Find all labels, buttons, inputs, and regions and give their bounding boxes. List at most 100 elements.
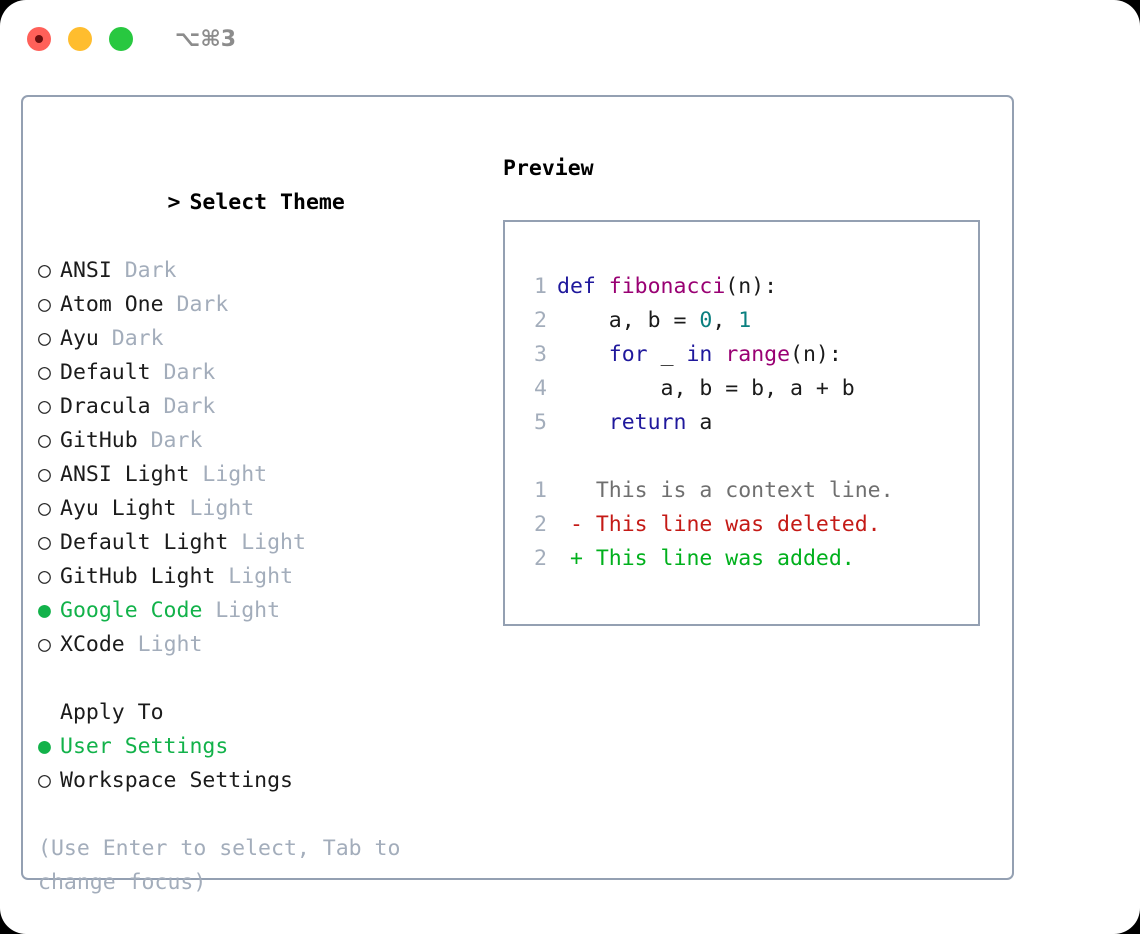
radio-selected-icon: ● (38, 734, 51, 759)
theme-list-item[interactable]: ○ Atom One Dark (38, 288, 498, 322)
code-token: a, b = (557, 308, 700, 333)
code-token (557, 342, 609, 367)
apply-to-option-label: Workspace Settings (60, 768, 293, 793)
section-spacer (38, 662, 498, 696)
theme-variant-label: Dark (150, 360, 216, 385)
code-token: def (557, 274, 609, 299)
code-token: (n): (790, 342, 842, 367)
radio-unselected-icon: ○ (38, 326, 51, 351)
code-token (712, 342, 725, 367)
keyboard-hint-text: (Use Enter to select, Tab to change focu… (38, 836, 401, 895)
apply-to-option[interactable]: ● User Settings (38, 730, 498, 764)
radio-unselected-icon: ○ (38, 768, 51, 793)
radio-unselected-icon: ○ (38, 292, 51, 317)
radio-unselected-icon: ○ (38, 360, 51, 385)
theme-list-item[interactable]: ○Ayu Light Light (38, 492, 498, 526)
theme-list-item[interactable]: ● Google Code Light (38, 594, 498, 628)
theme-variant-label: Light (202, 598, 281, 623)
radio-unselected-icon: ○ (38, 428, 51, 453)
theme-variant-label: Light (228, 530, 306, 555)
theme-name: Google Code (60, 598, 203, 623)
code-token: 0 (699, 308, 713, 333)
line-number: 2 (534, 308, 547, 333)
theme-name: Atom One (60, 292, 164, 317)
prompt-caret-icon: > (167, 190, 181, 215)
code-line: 4 a, b = b, a + b (521, 372, 972, 406)
theme-picker-heading: > Select Theme (38, 152, 498, 254)
line-number: 1 (534, 274, 547, 299)
theme-list-item[interactable]: ○GitHub Light Light (38, 560, 498, 594)
code-token: 1 (738, 308, 752, 333)
code-diff-spacer (521, 440, 972, 474)
code-line: 1 def fibonacci(n): (521, 270, 972, 304)
page-title: Select Theme (189, 190, 345, 215)
theme-list-item[interactable]: ○ GitHub Dark (38, 424, 498, 458)
code-token: fibonacci (608, 274, 726, 299)
theme-variant-label: Light (124, 632, 203, 657)
apply-to-list: ● User Settings ○ Workspace Settings (38, 730, 498, 798)
apply-to-label: Apply To (60, 700, 164, 725)
line-number: 1 (534, 478, 547, 503)
code-token: _ (647, 342, 687, 367)
apply-to-option-label: User Settings (60, 734, 229, 759)
line-number: 4 (534, 376, 547, 401)
theme-variant-label: Dark (163, 292, 229, 317)
radio-selected-icon: ● (38, 598, 51, 623)
theme-variant-label: Dark (137, 428, 203, 453)
radio-unselected-icon: ○ (38, 632, 51, 657)
code-line: 3 for _ in range(n): (521, 338, 972, 372)
radio-unselected-icon: ○ (38, 564, 51, 589)
code-token: range (725, 342, 791, 367)
diff-line: 1 This is a context line. (521, 474, 972, 508)
theme-list-item[interactable]: ○Ayu Dark (38, 322, 498, 356)
theme-name: GitHub (60, 428, 138, 453)
theme-list-item[interactable]: ○ Default Dark (38, 356, 498, 390)
title-bar: ⌥⌘3 (0, 0, 1140, 78)
traffic-light-group (27, 27, 133, 51)
maximize-button-icon[interactable] (109, 27, 133, 51)
theme-list-item[interactable]: ○ Dracula Dark (38, 390, 498, 424)
line-number: 2 (534, 546, 547, 571)
theme-variant-label: Dark (111, 258, 177, 283)
code-token: (n): (725, 274, 778, 299)
theme-name: Default Light (60, 530, 229, 555)
code-token: for (608, 342, 648, 367)
radio-unselected-icon: ○ (38, 394, 51, 419)
apply-to-option[interactable]: ○ Workspace Settings (38, 764, 498, 798)
diff-text: This is a context line. (582, 478, 894, 503)
theme-name: XCode (60, 632, 125, 657)
theme-variant-label: Dark (150, 394, 216, 419)
code-line: 5 return a (521, 406, 972, 440)
preview-title: Preview (503, 156, 594, 181)
theme-name: Ayu (60, 326, 99, 351)
theme-list-item[interactable]: ○ ANSI Dark (38, 254, 498, 288)
radio-unselected-icon: ○ (38, 530, 51, 555)
theme-name: ANSI Light (60, 462, 190, 487)
diff-block: 1 This is a context line. 2 - This line w… (521, 474, 972, 576)
code-token: in (686, 342, 713, 367)
theme-list-item[interactable]: ○ANSI Light Light (38, 458, 498, 492)
theme-name: ANSI (60, 258, 112, 283)
line-number: 5 (534, 410, 547, 435)
radio-unselected-icon: ○ (38, 258, 51, 283)
diff-text: This line was deleted. (582, 512, 881, 537)
theme-variant-label: Light (215, 564, 294, 589)
code-token: a, b = b, a + b (557, 376, 855, 401)
theme-name: Default (60, 360, 151, 385)
theme-list-item[interactable]: ○ Default Light Light (38, 526, 498, 560)
minimize-button-icon[interactable] (68, 27, 92, 51)
code-token: a (686, 410, 713, 435)
line-number: 2 (534, 512, 547, 537)
close-button-icon[interactable] (27, 27, 51, 51)
code-token: , (712, 308, 739, 333)
theme-name: Ayu Light (60, 496, 177, 521)
diff-line: 2 + This line was added. (521, 542, 972, 576)
theme-list-item[interactable]: ○ XCode Light (38, 628, 498, 662)
diff-marker: - (557, 512, 583, 537)
diff-marker: + (557, 546, 583, 571)
code-token: return (608, 410, 687, 435)
theme-name: Dracula (60, 394, 151, 419)
